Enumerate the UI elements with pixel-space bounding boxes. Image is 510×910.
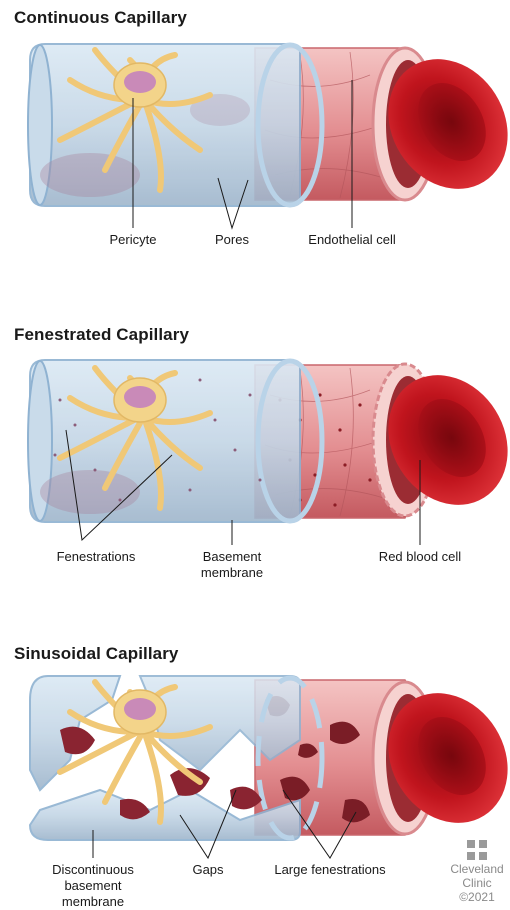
label-pores: Pores: [215, 232, 249, 248]
label-basement-line2: membrane: [201, 565, 263, 581]
cleveland-clinic-logo-icon: [467, 840, 487, 860]
label-discontinuous-line1: Discontinuous: [52, 862, 134, 878]
label-basement-line1: Basement: [201, 549, 263, 565]
fenestrated-capillary: [28, 353, 510, 545]
brand-name-line1: Cleveland: [446, 862, 508, 876]
label-fenestrations: Fenestrations: [57, 549, 136, 565]
label-large-fenestrations: Large fenestrations: [274, 862, 385, 878]
label-discontinuous-basement-membrane: Discontinuous basement membrane: [52, 862, 134, 910]
brand-copyright: ©2021: [446, 890, 508, 904]
label-discontinuous-line3: membrane: [52, 894, 134, 910]
label-discontinuous-line2: basement: [52, 878, 134, 894]
label-basement-membrane: Basement membrane: [201, 549, 263, 581]
section-title-fenestrated: Fenestrated Capillary: [14, 325, 189, 345]
label-red-blood-cell: Red blood cell: [379, 549, 461, 565]
label-gaps: Gaps: [192, 862, 223, 878]
section-title-sinusoidal: Sinusoidal Capillary: [14, 644, 179, 664]
label-pericyte: Pericyte: [110, 232, 157, 248]
cleveland-clinic-brand: Cleveland Clinic ©2021: [446, 840, 508, 904]
label-endothelial-cell: Endothelial cell: [308, 232, 395, 248]
brand-name-line2: Clinic: [446, 876, 508, 890]
continuous-capillary: [28, 37, 510, 228]
sinusoidal-capillary: [30, 671, 510, 858]
